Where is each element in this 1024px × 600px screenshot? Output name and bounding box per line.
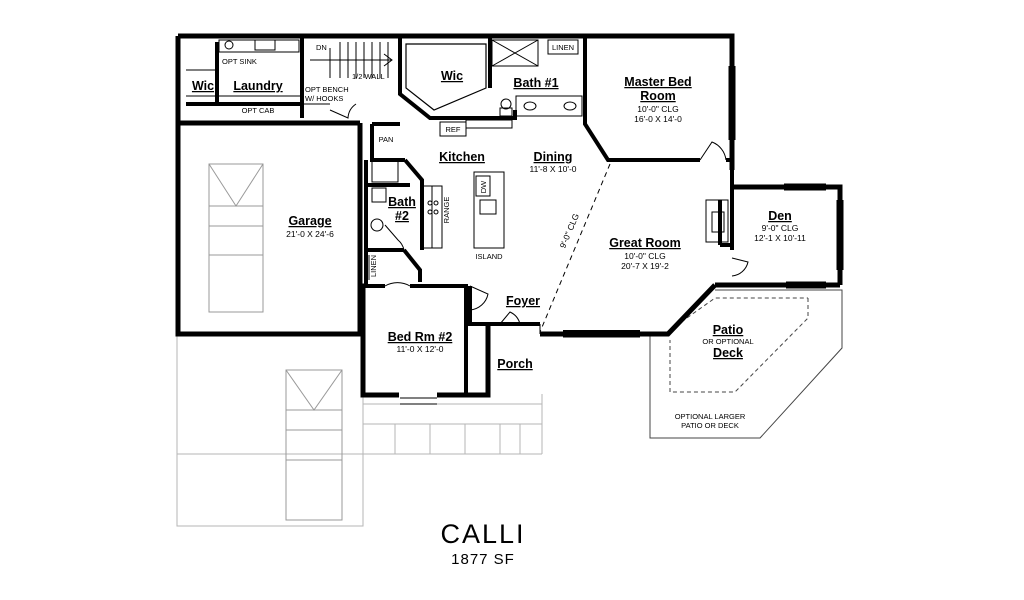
note-island: ISLAND — [475, 252, 503, 261]
plan-area: 1877 SF — [451, 551, 515, 568]
note-opt-patio-2: PATIO OR DECK — [681, 421, 739, 430]
car-outline-garage — [208, 163, 264, 313]
exterior-walls — [175, 33, 843, 398]
interior-walls — [186, 36, 734, 395]
plan-title: CALLI — [440, 519, 525, 549]
room-deck: Deck — [713, 346, 743, 360]
room-foyer: Foyer — [506, 294, 540, 308]
note-opt-cab: OPT CAB — [242, 106, 275, 115]
room-great-room: Great Room — [609, 236, 681, 250]
room-bedrm2: Bed Rm #2 — [388, 330, 453, 344]
great-clg: 10'-0" CLG — [624, 251, 666, 261]
notes: OPT SINK OPT CAB OPT BENCH W/ HOOKS DN 1… — [222, 43, 746, 430]
room-wic-master: Wic — [441, 69, 463, 83]
room-bath2-line2: #2 — [395, 209, 409, 223]
note-opt-sink: OPT SINK — [222, 57, 257, 66]
note-opt-bench-2: W/ HOOKS — [305, 94, 343, 103]
note-pan: PAN — [379, 135, 394, 144]
room-kitchen: Kitchen — [439, 150, 485, 164]
great-dim: 20'-7 X 19'-2 — [621, 261, 669, 271]
note-opt-patio-1: OPTIONAL LARGER — [675, 412, 746, 421]
den-dim: 12'-1 X 10'-11 — [754, 233, 806, 243]
patio-deck-outline — [649, 289, 843, 439]
garage-dim: 21'-0 X 24'-6 — [286, 229, 334, 239]
room-dining: Dining — [534, 150, 573, 164]
dining-dim: 11'-8 X 10'-0 — [529, 164, 576, 174]
room-garage: Garage — [288, 214, 331, 228]
note-range: RANGE — [442, 197, 451, 224]
master-clg: 10'-0" CLG — [637, 104, 679, 114]
room-bath1: Bath #1 — [513, 76, 558, 90]
room-wic-left: Wic — [192, 79, 214, 93]
room-master-line2: Room — [640, 89, 675, 103]
master-dim: 16'-0 X 14'-0 — [634, 114, 682, 124]
room-patio: Patio — [713, 323, 744, 337]
car-outline-driveway — [285, 369, 343, 521]
note-opt-bench-1: OPT BENCH — [305, 85, 349, 94]
room-laundry: Laundry — [233, 79, 282, 93]
room-labels: Wic Laundry Wic Bath #1 Master Bed Room … — [192, 69, 806, 371]
note-clg-diag: 9'-0" CLG — [557, 212, 581, 250]
note-half-wall: 1/2 WALL — [352, 72, 385, 81]
den-clg: 9'-0" CLG — [762, 223, 799, 233]
note-linen-top: LINEN — [552, 43, 574, 52]
note-ref: REF — [446, 125, 461, 134]
fixtures — [186, 39, 844, 405]
bedrm2-dim: 11'-0 X 12'-0 — [396, 344, 443, 354]
room-master-line1: Master Bed — [624, 75, 691, 89]
room-bath2-line1: Bath — [388, 195, 416, 209]
note-dn: DN — [316, 43, 327, 52]
note-dw: DW — [479, 180, 488, 193]
room-porch: Porch — [497, 357, 532, 371]
room-den: Den — [768, 209, 792, 223]
note-linen-side: LINEN — [369, 255, 378, 277]
patio-or: OR OPTIONAL — [702, 337, 753, 346]
